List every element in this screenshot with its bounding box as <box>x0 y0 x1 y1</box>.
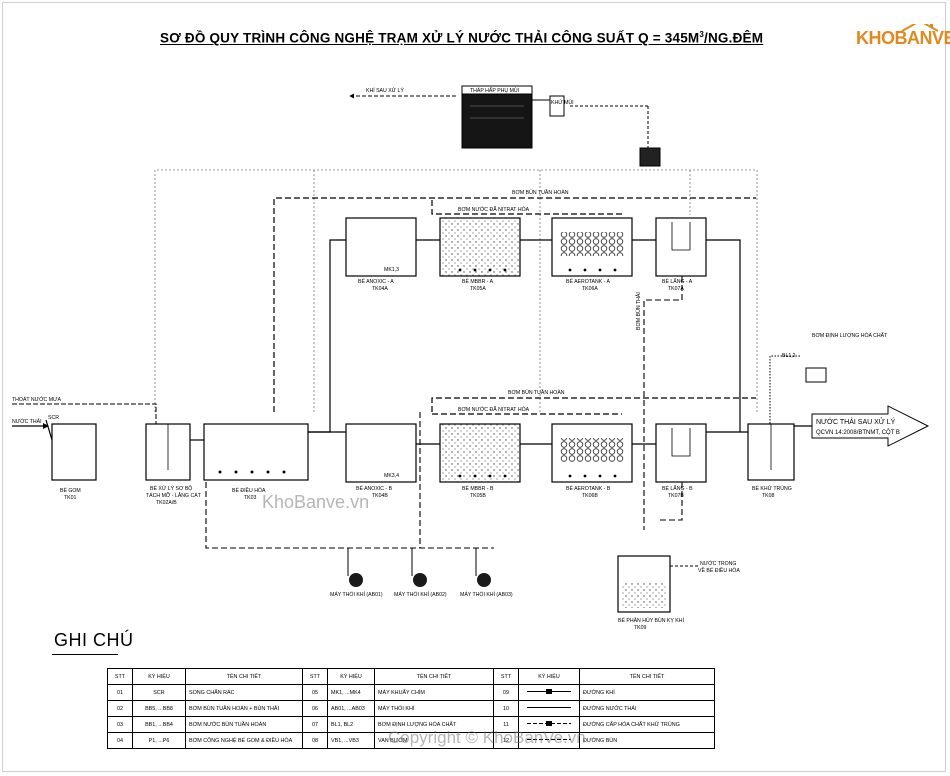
inlet-section: THOÁT NƯỚC MƯA NƯỚC THẢI SCR BỂ GOM TK01… <box>12 239 656 506</box>
blower-1-icon <box>349 573 363 587</box>
legend-heading: GHI CHÚ <box>54 630 134 650</box>
settling-b-tank <box>655 423 707 483</box>
sludge-line-symbol <box>518 732 580 749</box>
collection-tank <box>51 423 97 481</box>
diagram-title: SƠ ĐỒ QUY TRÌNH CÔNG NGHỆ TRẠM XỬ LÝ NƯỚ… <box>160 30 764 46</box>
aerotank-b-label: BỂ AEROTANK - B <box>566 485 611 492</box>
svg-text:TK04A: TK04A <box>372 286 388 292</box>
outlet-label-2: QCVN 14:2008/BTNMT, CỘT B <box>816 429 900 436</box>
svg-text:MK1,3: MK1,3 <box>384 267 399 273</box>
svg-text:TK05B: TK05B <box>470 493 486 499</box>
legend-table: STT KÝ HIỆU TÊN CHI TIẾT STT KÝ HIỆU TÊN… <box>107 668 715 749</box>
svg-text:VỀ BỂ ĐIỀU HÒA: VỀ BỂ ĐIỀU HÒA <box>698 567 740 574</box>
settling-a-label: BỂ LẮNG - A <box>662 277 693 285</box>
screen-label: SCR <box>48 415 59 421</box>
blowers: MÁY THỔI KHÍ (AB01) MÁY THỔI KHÍ (AB02) … <box>205 412 513 598</box>
mbbr-a-label: BỂ MBBR - A <box>462 278 494 285</box>
svg-text:TÁCH MỠ - LẮNG CÁT: TÁCH MỠ - LẮNG CÁT <box>146 491 202 499</box>
screen-icon <box>45 419 53 441</box>
svg-text:NƯỚC TRONG: NƯỚC TRONG <box>700 560 736 567</box>
svg-text:TK08: TK08 <box>762 493 775 499</box>
sludge-return-a-label: BƠM BÙN TUẦN HOÀN <box>512 189 569 196</box>
legend-row: 04 P1, ...P6 BƠM CÔNG NGHỆ BỂ GOM & ĐIỀU… <box>107 732 715 749</box>
sludge-pump-label: BƠM BÙN THẢI <box>635 292 642 330</box>
chemical-tank <box>805 367 827 383</box>
svg-text:TK07B: TK07B <box>668 493 684 499</box>
logo-text: KHOBANVE <box>856 28 950 48</box>
nitrate-a-label: BƠM NƯỚC ĐÃ NITRAT HÓA <box>458 206 530 213</box>
legend-header-row: STT KÝ HIỆU TÊN CHI TIẾT STT KÝ HIỆU TÊN… <box>107 668 715 685</box>
line-b: BƠM BÙN TUẦN HOÀN BƠM NƯỚC ĐÃ NITRAT HÓA… <box>345 389 756 499</box>
settling-a-tank <box>655 217 707 277</box>
watermark-copyright: Copyright © KhoBanVe.vn <box>388 728 586 747</box>
logo-house-icon <box>901 24 939 32</box>
raw-inlet-label: THOÁT NƯỚC MƯA <box>12 396 61 403</box>
tank01-label: BỂ GOM <box>60 487 81 494</box>
svg-text:TK06A: TK06A <box>582 286 598 292</box>
odor-fan-label: KHỬ MÙI <box>551 99 574 106</box>
anoxic-b-tank <box>345 423 417 483</box>
fan-icon <box>639 147 661 167</box>
disinfect-label: BỂ KHỬ TRÙNG <box>752 485 792 492</box>
blower-3-icon <box>477 573 491 587</box>
legend-row: 02 BB5, ...BB8 BƠM BÙN TUẦN HOÀN + BÙN T… <box>107 700 715 717</box>
svg-text:TK03: TK03 <box>244 495 257 501</box>
chem-pump-label: BL1,2 <box>782 353 796 359</box>
svg-text:TK04B: TK04B <box>372 493 388 499</box>
anoxic-b-label: BỂ ANOXIC - B <box>356 485 393 492</box>
legend-row: 01 SCR SONG CHẮN RÁC 05 MK1, ...MK4 MÁY … <box>107 684 715 701</box>
gas-line-symbol <box>518 684 580 701</box>
mbbr-a-tank <box>439 217 521 277</box>
wastewater-line-symbol <box>518 700 580 717</box>
line-a: BƠM BÙN TUẦN HOÀN BƠM NƯỚC ĐÃ NITRAT HÓA… <box>273 189 756 412</box>
gas-collection-header <box>154 169 758 412</box>
anoxic-a-tank <box>345 217 417 277</box>
blower-3-label: MÁY THỔI KHÍ (AB03) <box>460 591 513 598</box>
watermark-site: KhoBanve.vn <box>262 492 370 512</box>
legend-heading-underline <box>52 654 118 655</box>
sludge-return-b-label: BƠM BÙN TUẦN HOÀN <box>508 389 565 396</box>
outlet-arrow: NƯỚC THẢI SAU XỬ LÝ QCVN 14:2008/BTNMT, … <box>794 405 930 447</box>
svg-text:TK05A: TK05A <box>470 286 486 292</box>
odor-control-unit: THÁP HẤP PHỤ MÙI KHỬ MÙI KHÍ SAU XỬ LÝ <box>349 85 661 167</box>
tank03-label: BỂ ĐIỀU HÒA <box>232 487 266 494</box>
svg-text:TK01: TK01 <box>64 495 77 501</box>
svg-text:BƠM ĐỊNH LƯỢNG HÓA CHẤT: BƠM ĐỊNH LƯỢNG HÓA CHẤT <box>812 332 888 339</box>
biofilter-label: THÁP HẤP PHỤ MÙI <box>470 87 519 94</box>
svg-text:TK06B: TK06B <box>582 493 598 499</box>
sludge-section: BƠM BÙN THẢI BỂ PHÂN HỦY BÙN KỴ KHÍ TK09… <box>617 239 888 631</box>
anoxic-a-label: BỂ ANOXIC - A <box>358 278 394 285</box>
equalization-tank <box>203 423 309 481</box>
settling-b-label: BỂ LẮNG - B <box>662 484 693 492</box>
nitrate-b-label: BƠM NƯỚC ĐÃ NITRAT HÓA <box>458 406 530 413</box>
wastewater-in-label: NƯỚC THẢI <box>12 418 42 425</box>
blower-1-label: MÁY THỔI KHÍ (AB01) <box>330 591 383 598</box>
svg-text:TK02A/B: TK02A/B <box>156 500 177 506</box>
blower-2-label: MÁY THỔI KHÍ (AB02) <box>394 591 447 598</box>
gas-out-label: KHÍ SAU XỬ LÝ <box>366 87 404 94</box>
tank02-label: BỂ XỬ LÝ SƠ BỘ <box>150 485 192 492</box>
svg-text:TK09: TK09 <box>634 625 647 631</box>
aerotank-a-label: BỂ AEROTANK - A <box>566 278 611 285</box>
blower-2-icon <box>413 573 427 587</box>
mbbr-b-label: BỂ MBBR - B <box>462 485 494 492</box>
outlet-label-1: NƯỚC THẢI SAU XỬ LÝ <box>816 417 896 426</box>
mbbr-b-tank <box>439 423 521 483</box>
svg-text:MK3,4: MK3,4 <box>384 473 399 479</box>
svg-text:TK07A: TK07A <box>668 286 684 292</box>
brand-logo: KHOBANVE <box>856 24 950 50</box>
sludge-tank-label: BỂ PHÂN HỦY BÙN KỴ KHÍ <box>618 617 684 624</box>
